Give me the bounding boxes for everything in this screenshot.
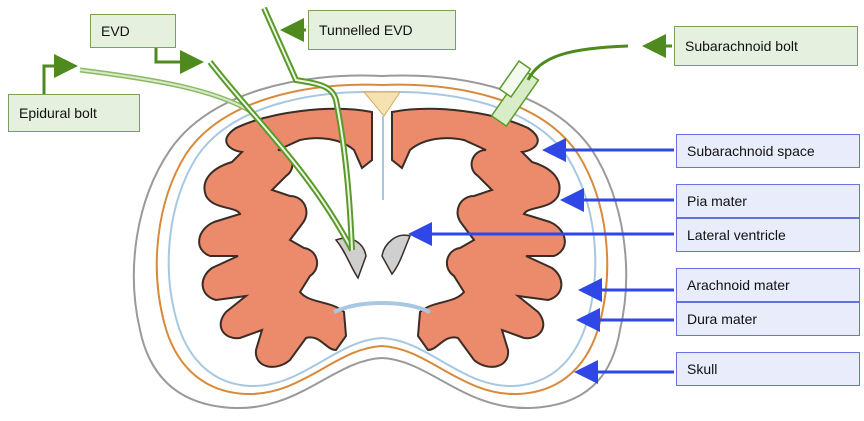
subarachnoid-bolt-wire xyxy=(526,44,629,81)
left-cortex xyxy=(198,107,373,368)
evd-label: EVD xyxy=(90,14,176,48)
dura-layer xyxy=(155,83,609,396)
skull-label: Skull xyxy=(676,352,860,386)
evd-arrow xyxy=(154,46,204,74)
lateral-ventricle-label: Lateral ventricle xyxy=(676,218,860,252)
subarachnoid-space-label: Subarachnoid space xyxy=(676,134,860,168)
subarachnoid-bolt-device xyxy=(490,60,540,128)
epidural-bolt-arrow xyxy=(42,54,78,96)
right-cortex xyxy=(391,107,566,368)
epidural-bolt-label: Epidural bolt xyxy=(8,94,140,132)
corpus-callosum xyxy=(333,301,431,314)
skull-outline xyxy=(132,74,628,410)
pia-mater-label: Pia mater xyxy=(676,184,860,218)
tunnelled-evd-label: Tunnelled EVD xyxy=(308,10,456,50)
dura-mater-label: Dura mater xyxy=(676,302,860,336)
arachnoid-mater-label: Arachnoid mater xyxy=(676,268,860,302)
right-ventricle xyxy=(381,234,412,276)
falx xyxy=(362,91,401,117)
subarachnoid-bolt-label: Subarachnoid bolt xyxy=(674,26,858,66)
